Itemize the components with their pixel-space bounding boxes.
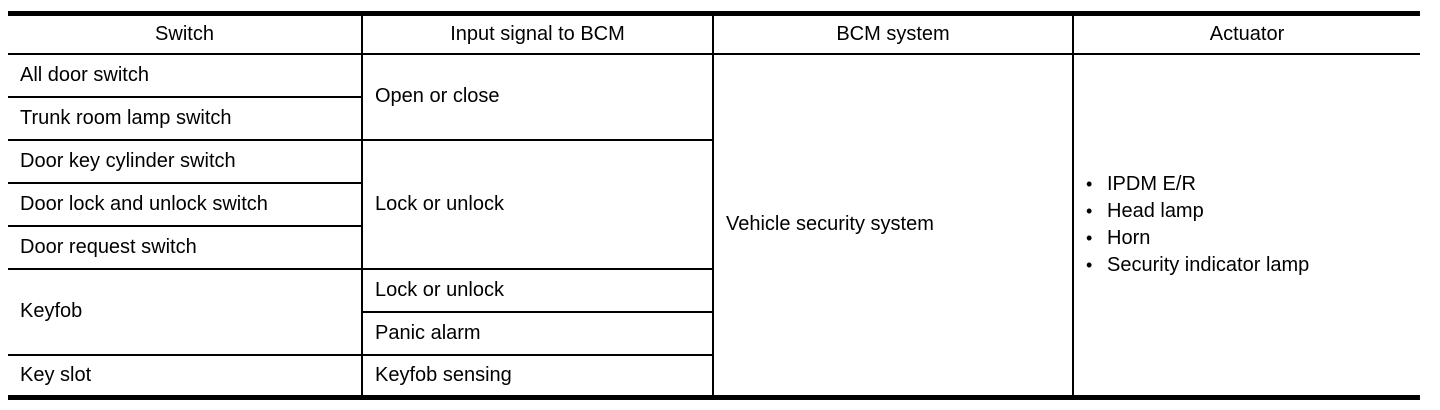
table-row: Trunk room lamp switch (8, 95, 1420, 141)
actuator-item: • IPDM E/R (1086, 171, 1420, 198)
header-row: Switch Input signal to BCM BCM system Ac… (8, 12, 1420, 55)
col-header-input-signal: Input signal to BCM (361, 12, 714, 55)
actuator-item-label: Horn (1107, 226, 1151, 249)
bcm-system-cell: Vehicle security system (712, 52, 1074, 399)
input-cell-lock-or-unlock-keyfob: Lock or unlock (361, 267, 714, 313)
actuator-item-label: Head lamp (1107, 199, 1204, 222)
actuator-item: • Security indicator lamp (1086, 252, 1420, 279)
switch-cell-door-request: Door request switch (8, 224, 363, 270)
col-header-switch: Switch (8, 12, 363, 55)
actuator-item-label: Security indicator lamp (1107, 253, 1310, 276)
switch-cell-key-slot: Key slot (8, 353, 363, 399)
bullet-icon: • (1086, 227, 1093, 248)
col-header-bcm-system: BCM system (712, 12, 1074, 55)
bullet-icon: • (1086, 173, 1093, 194)
input-cell-lock-or-unlock: Lock or unlock (361, 138, 714, 270)
input-cell-panic-alarm: Panic alarm (361, 310, 714, 356)
table-row: All door switch Open or close Vehicle se… (8, 52, 1420, 399)
switch-cell-door-lock-and-unlock: Door lock and unlock switch (8, 181, 363, 227)
switch-cell-keyfob: Keyfob (8, 267, 363, 356)
input-cell-open-or-close: Open or close (361, 52, 714, 141)
bullet-icon: • (1086, 254, 1093, 275)
table-row: Door key cylinder switch Lock or unlock (8, 138, 1420, 270)
actuator-cell: • IPDM E/R • Head lamp • Horn • Security ind… (1072, 52, 1420, 399)
input-cell-keyfob-sensing: Keyfob sensing (361, 353, 714, 399)
col-header-actuator: Actuator (1072, 12, 1420, 55)
switch-cell-all-door: All door switch (8, 52, 363, 98)
table-row: Key slot Keyfob sensing (8, 353, 1420, 399)
table-row: Door request switch (8, 224, 1420, 270)
table-row: Door lock and unlock switch (8, 181, 1420, 227)
actuator-item: • Head lamp (1086, 198, 1420, 225)
actuator-list: • IPDM E/R • Head lamp • Horn • Security ind… (1086, 171, 1420, 279)
switch-cell-door-key-cylinder: Door key cylinder switch (8, 138, 363, 184)
bcm-security-system-table: Switch Input signal to BCM BCM system Ac… (8, 11, 1420, 400)
table-row: Panic alarm (8, 310, 1420, 356)
table-row: Keyfob Lock or unlock (8, 267, 1420, 356)
actuator-item: • Horn (1086, 225, 1420, 252)
switch-cell-trunk-room-lamp: Trunk room lamp switch (8, 95, 363, 141)
bullet-icon: • (1086, 200, 1093, 221)
actuator-item-label: IPDM E/R (1107, 172, 1196, 195)
